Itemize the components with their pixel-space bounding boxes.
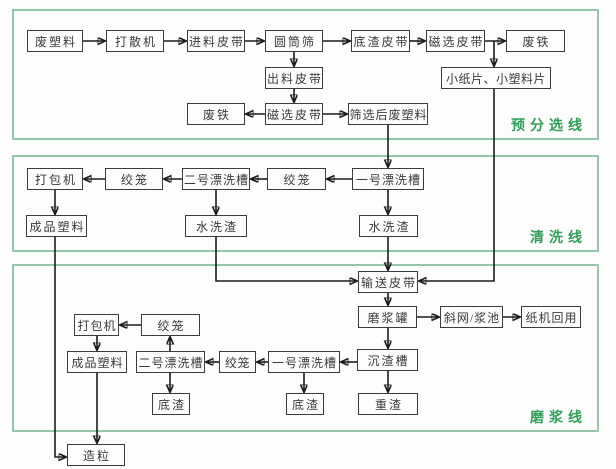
node-rinse-tank-2-pulp: 二号漂洗槽 xyxy=(136,351,205,373)
node-baler-1: 打包机 xyxy=(27,168,83,190)
node-magnetic-belt-1: 磁选皮带 xyxy=(426,30,485,52)
node-sediment-tank: 沉渣槽 xyxy=(357,349,418,371)
node-scrap-iron-2: 废铁 xyxy=(187,103,245,125)
node-screw-conveyor-4: 绞笼 xyxy=(219,351,256,373)
node-feed-belt: 进料皮带 xyxy=(187,30,245,52)
node-rinse-tank-2-wash: 二号漂洗槽 xyxy=(182,168,250,190)
node-rinse-tank-1-pulp: 一号漂洗槽 xyxy=(268,351,340,373)
section-washing-label: 清洗线 xyxy=(530,231,587,246)
node-small-paper-plastic-pieces: 小纸片、小塑料片 xyxy=(441,67,551,89)
section-presorting-label: 预分选线 xyxy=(511,119,587,134)
node-waste-plastic: 废塑料 xyxy=(27,30,83,52)
section-presorting-line: 预分选线 xyxy=(12,9,599,140)
node-paper-machine-reuse: 纸机回用 xyxy=(521,306,581,328)
node-incline-screen-pulp-pool: 斜网/浆池 xyxy=(440,306,503,328)
node-conveyor-belt: 输送皮带 xyxy=(358,271,418,293)
node-bottom-residue-2: 底渣 xyxy=(286,393,324,415)
node-magnetic-belt-2: 磁选皮带 xyxy=(265,103,323,125)
node-bottom-residue-belt: 底渣皮带 xyxy=(351,30,410,52)
node-scatter-machine: 打散机 xyxy=(106,30,164,52)
node-heavy-residue: 重渣 xyxy=(358,393,418,415)
node-finished-plastic-1: 成品塑料 xyxy=(26,215,87,237)
node-wash-residue-1: 水洗渣 xyxy=(185,215,247,237)
node-granulation: 造粒 xyxy=(67,444,125,466)
node-drum-screen: 圆筒筛 xyxy=(265,30,323,52)
node-screw-conveyor-1: 绞笼 xyxy=(105,168,163,190)
node-rinse-tank-1-wash: 一号漂洗槽 xyxy=(352,168,424,190)
node-screened-waste-plastic: 筛选后废塑料 xyxy=(348,103,428,125)
node-bottom-residue-1: 底渣 xyxy=(152,393,190,415)
node-baler-2: 打包机 xyxy=(74,314,119,336)
node-discharge-belt: 出料皮带 xyxy=(265,67,323,89)
node-scrap-iron-1: 废铁 xyxy=(506,30,565,52)
section-pulping-label: 磨浆线 xyxy=(530,411,587,426)
node-wash-residue-2: 水洗渣 xyxy=(359,215,418,237)
node-finished-plastic-2: 成品塑料 xyxy=(67,351,127,373)
node-screw-conveyor-2: 绞笼 xyxy=(267,168,326,190)
node-pulping-tank: 磨浆罐 xyxy=(358,306,417,328)
node-screw-conveyor-3: 绞笼 xyxy=(141,314,200,336)
